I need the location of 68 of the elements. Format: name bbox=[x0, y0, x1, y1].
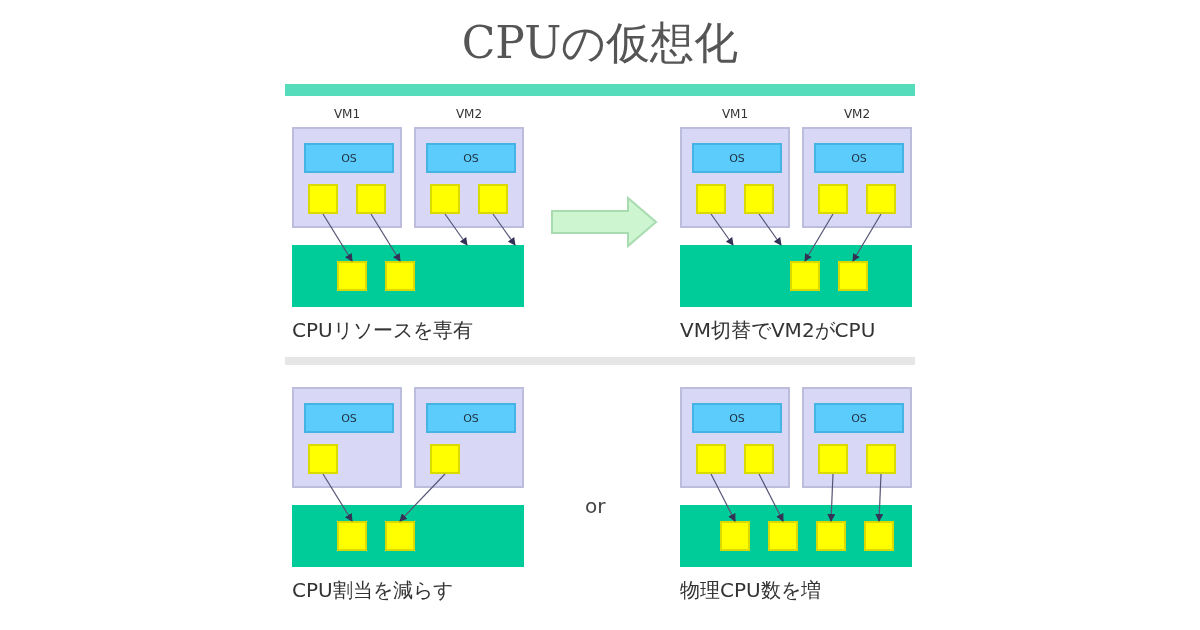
os-box bbox=[814, 143, 904, 173]
cpu-square bbox=[720, 521, 750, 551]
cpu-square bbox=[337, 521, 367, 551]
os-label: OS bbox=[463, 411, 479, 425]
vm-label: VM2 bbox=[454, 107, 484, 121]
vm-label: VM1 bbox=[332, 107, 362, 121]
cpu-square bbox=[744, 444, 774, 474]
cpu-square bbox=[385, 521, 415, 551]
cpu-square bbox=[356, 184, 386, 214]
arrow bbox=[492, 213, 516, 246]
arrow bbox=[399, 473, 446, 522]
cpu-square bbox=[430, 444, 460, 474]
cpu-square bbox=[866, 444, 896, 474]
vm-box bbox=[680, 387, 790, 488]
os-box bbox=[304, 143, 394, 173]
cpu-square bbox=[818, 184, 848, 214]
cpu-square bbox=[790, 261, 820, 291]
os-box bbox=[692, 403, 782, 433]
vm-label: VM2 bbox=[842, 107, 872, 121]
vm-box bbox=[414, 387, 524, 488]
cpu-square bbox=[430, 184, 460, 214]
caption-text: CPUリソースを専有 bbox=[292, 317, 473, 344]
os-label: OS bbox=[851, 411, 867, 425]
cpu-square bbox=[744, 184, 774, 214]
os-box bbox=[692, 143, 782, 173]
cpu-square bbox=[308, 184, 338, 214]
cpu-square bbox=[385, 261, 415, 291]
cpu-square bbox=[696, 184, 726, 214]
vm-label: VM1 bbox=[720, 107, 750, 121]
cpu-square bbox=[768, 521, 798, 551]
caption-text: CPU割当を減らす bbox=[292, 577, 453, 604]
vm-box bbox=[292, 387, 402, 488]
arrow bbox=[322, 473, 353, 522]
arrow bbox=[710, 213, 734, 246]
arrow bbox=[710, 473, 736, 522]
title: CPUの仮想化 bbox=[460, 16, 740, 70]
connector-word: or bbox=[585, 494, 606, 518]
os-label: OS bbox=[729, 411, 745, 425]
arrow bbox=[804, 213, 834, 262]
arrow bbox=[322, 213, 353, 262]
cpu-square bbox=[478, 184, 508, 214]
cpu-square bbox=[818, 444, 848, 474]
arrow bbox=[758, 213, 782, 246]
cpu-square bbox=[866, 184, 896, 214]
caption-text: 物理CPU数を増 bbox=[680, 577, 821, 604]
arrow bbox=[370, 213, 401, 262]
cpu-square bbox=[337, 261, 367, 291]
cpu-square bbox=[864, 521, 894, 551]
cpu-square bbox=[838, 261, 868, 291]
os-box bbox=[426, 143, 516, 173]
cpu-square bbox=[308, 444, 338, 474]
os-label: OS bbox=[341, 411, 357, 425]
vm-box bbox=[802, 387, 912, 488]
os-label: OS bbox=[851, 151, 867, 165]
cpu-square bbox=[696, 444, 726, 474]
os-label: OS bbox=[729, 151, 745, 165]
arrow bbox=[444, 213, 468, 246]
os-box bbox=[304, 403, 394, 433]
caption-text: VM切替でVM2がCPU bbox=[680, 317, 876, 344]
arrow bbox=[875, 473, 884, 522]
os-label: OS bbox=[341, 151, 357, 165]
arrow bbox=[758, 473, 784, 522]
arrow bbox=[852, 213, 882, 262]
os-label: OS bbox=[463, 151, 479, 165]
os-box bbox=[814, 403, 904, 433]
cpu-square bbox=[816, 521, 846, 551]
os-box bbox=[426, 403, 516, 433]
arrow bbox=[827, 473, 836, 522]
